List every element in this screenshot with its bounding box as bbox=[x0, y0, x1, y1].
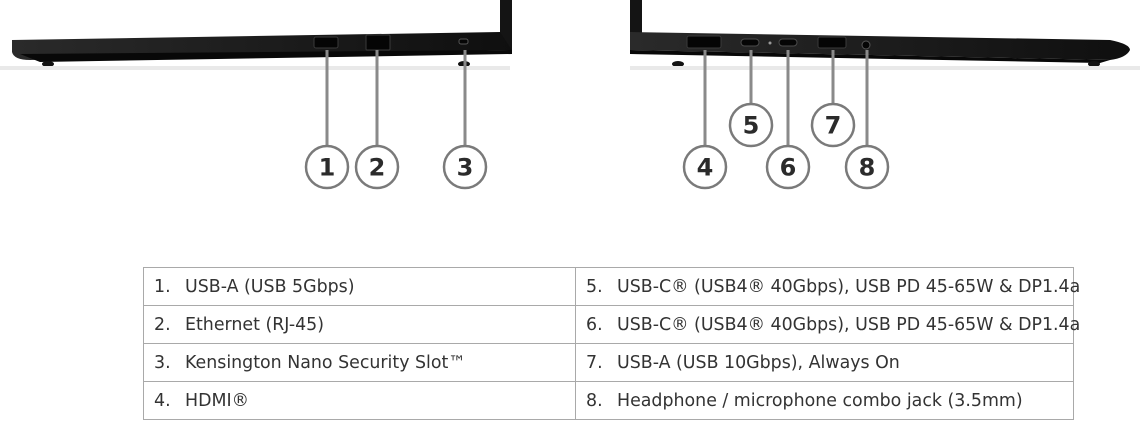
callout-number-6: 6 bbox=[780, 154, 797, 182]
callout-circle-4 bbox=[682, 144, 728, 190]
callout-number-2: 2 bbox=[369, 154, 386, 182]
callout-number-3: 3 bbox=[457, 154, 474, 182]
table-row: 4.HDMI® 8.Headphone / microphone combo j… bbox=[143, 381, 1074, 420]
port-cell-4: 4.HDMI® bbox=[143, 381, 576, 420]
callout-circle-8 bbox=[844, 144, 890, 190]
usb-a-port-icon bbox=[313, 36, 339, 49]
port-cell-3: 3.Kensington Nano Security Slot™ bbox=[143, 343, 576, 382]
ports-spec-table: 1.USB-A (USB 5Gbps) 5.USB-C® (USB4® 40Gb… bbox=[143, 267, 1080, 420]
callout-circle-1 bbox=[304, 144, 350, 190]
laptop-left-side-view bbox=[0, 0, 512, 70]
callout-circle-3 bbox=[442, 144, 488, 190]
port-cell-6: 6.USB-C® (USB4® 40Gbps), USB PD 45-65W &… bbox=[575, 305, 1080, 344]
usb-a-port-2-icon bbox=[817, 36, 847, 49]
status-led-icon bbox=[768, 41, 772, 45]
callout-number-5: 5 bbox=[743, 112, 760, 140]
laptop-right-side-view bbox=[630, 0, 1140, 70]
callout-circle-6 bbox=[765, 144, 811, 190]
callout-number-8: 8 bbox=[859, 154, 876, 182]
usb-c-port-1-icon bbox=[740, 38, 760, 47]
port-cell-2: 2.Ethernet (RJ-45) bbox=[143, 305, 576, 344]
port-cell-7: 7.USB-A (USB 10Gbps), Always On bbox=[575, 343, 1074, 382]
usb-c-port-2-icon bbox=[778, 38, 798, 47]
callout-number-1: 1 bbox=[319, 154, 336, 182]
table-row: 2.Ethernet (RJ-45) 6.USB-C® (USB4® 40Gbp… bbox=[143, 305, 1080, 344]
port-cell-1: 1.USB-A (USB 5Gbps) bbox=[143, 267, 576, 306]
callout-circle-2 bbox=[354, 144, 400, 190]
callout-number-7: 7 bbox=[825, 112, 842, 140]
audio-jack-icon bbox=[861, 40, 871, 50]
security-slot-icon bbox=[458, 38, 469, 45]
port-cell-8: 8.Headphone / microphone combo jack (3.5… bbox=[575, 381, 1074, 420]
callout-number-4: 4 bbox=[697, 154, 714, 182]
table-row: 3.Kensington Nano Security Slot™ 7.USB-A… bbox=[143, 343, 1074, 382]
ethernet-port-icon bbox=[365, 34, 391, 51]
callout-circle-7 bbox=[810, 102, 856, 148]
port-cell-5: 5.USB-C® (USB4® 40Gbps), USB PD 45-65W &… bbox=[575, 267, 1080, 306]
hdmi-port-icon bbox=[686, 35, 722, 49]
table-row: 1.USB-A (USB 5Gbps) 5.USB-C® (USB4® 40Gb… bbox=[143, 267, 1080, 306]
callout-circle-5 bbox=[728, 102, 774, 148]
